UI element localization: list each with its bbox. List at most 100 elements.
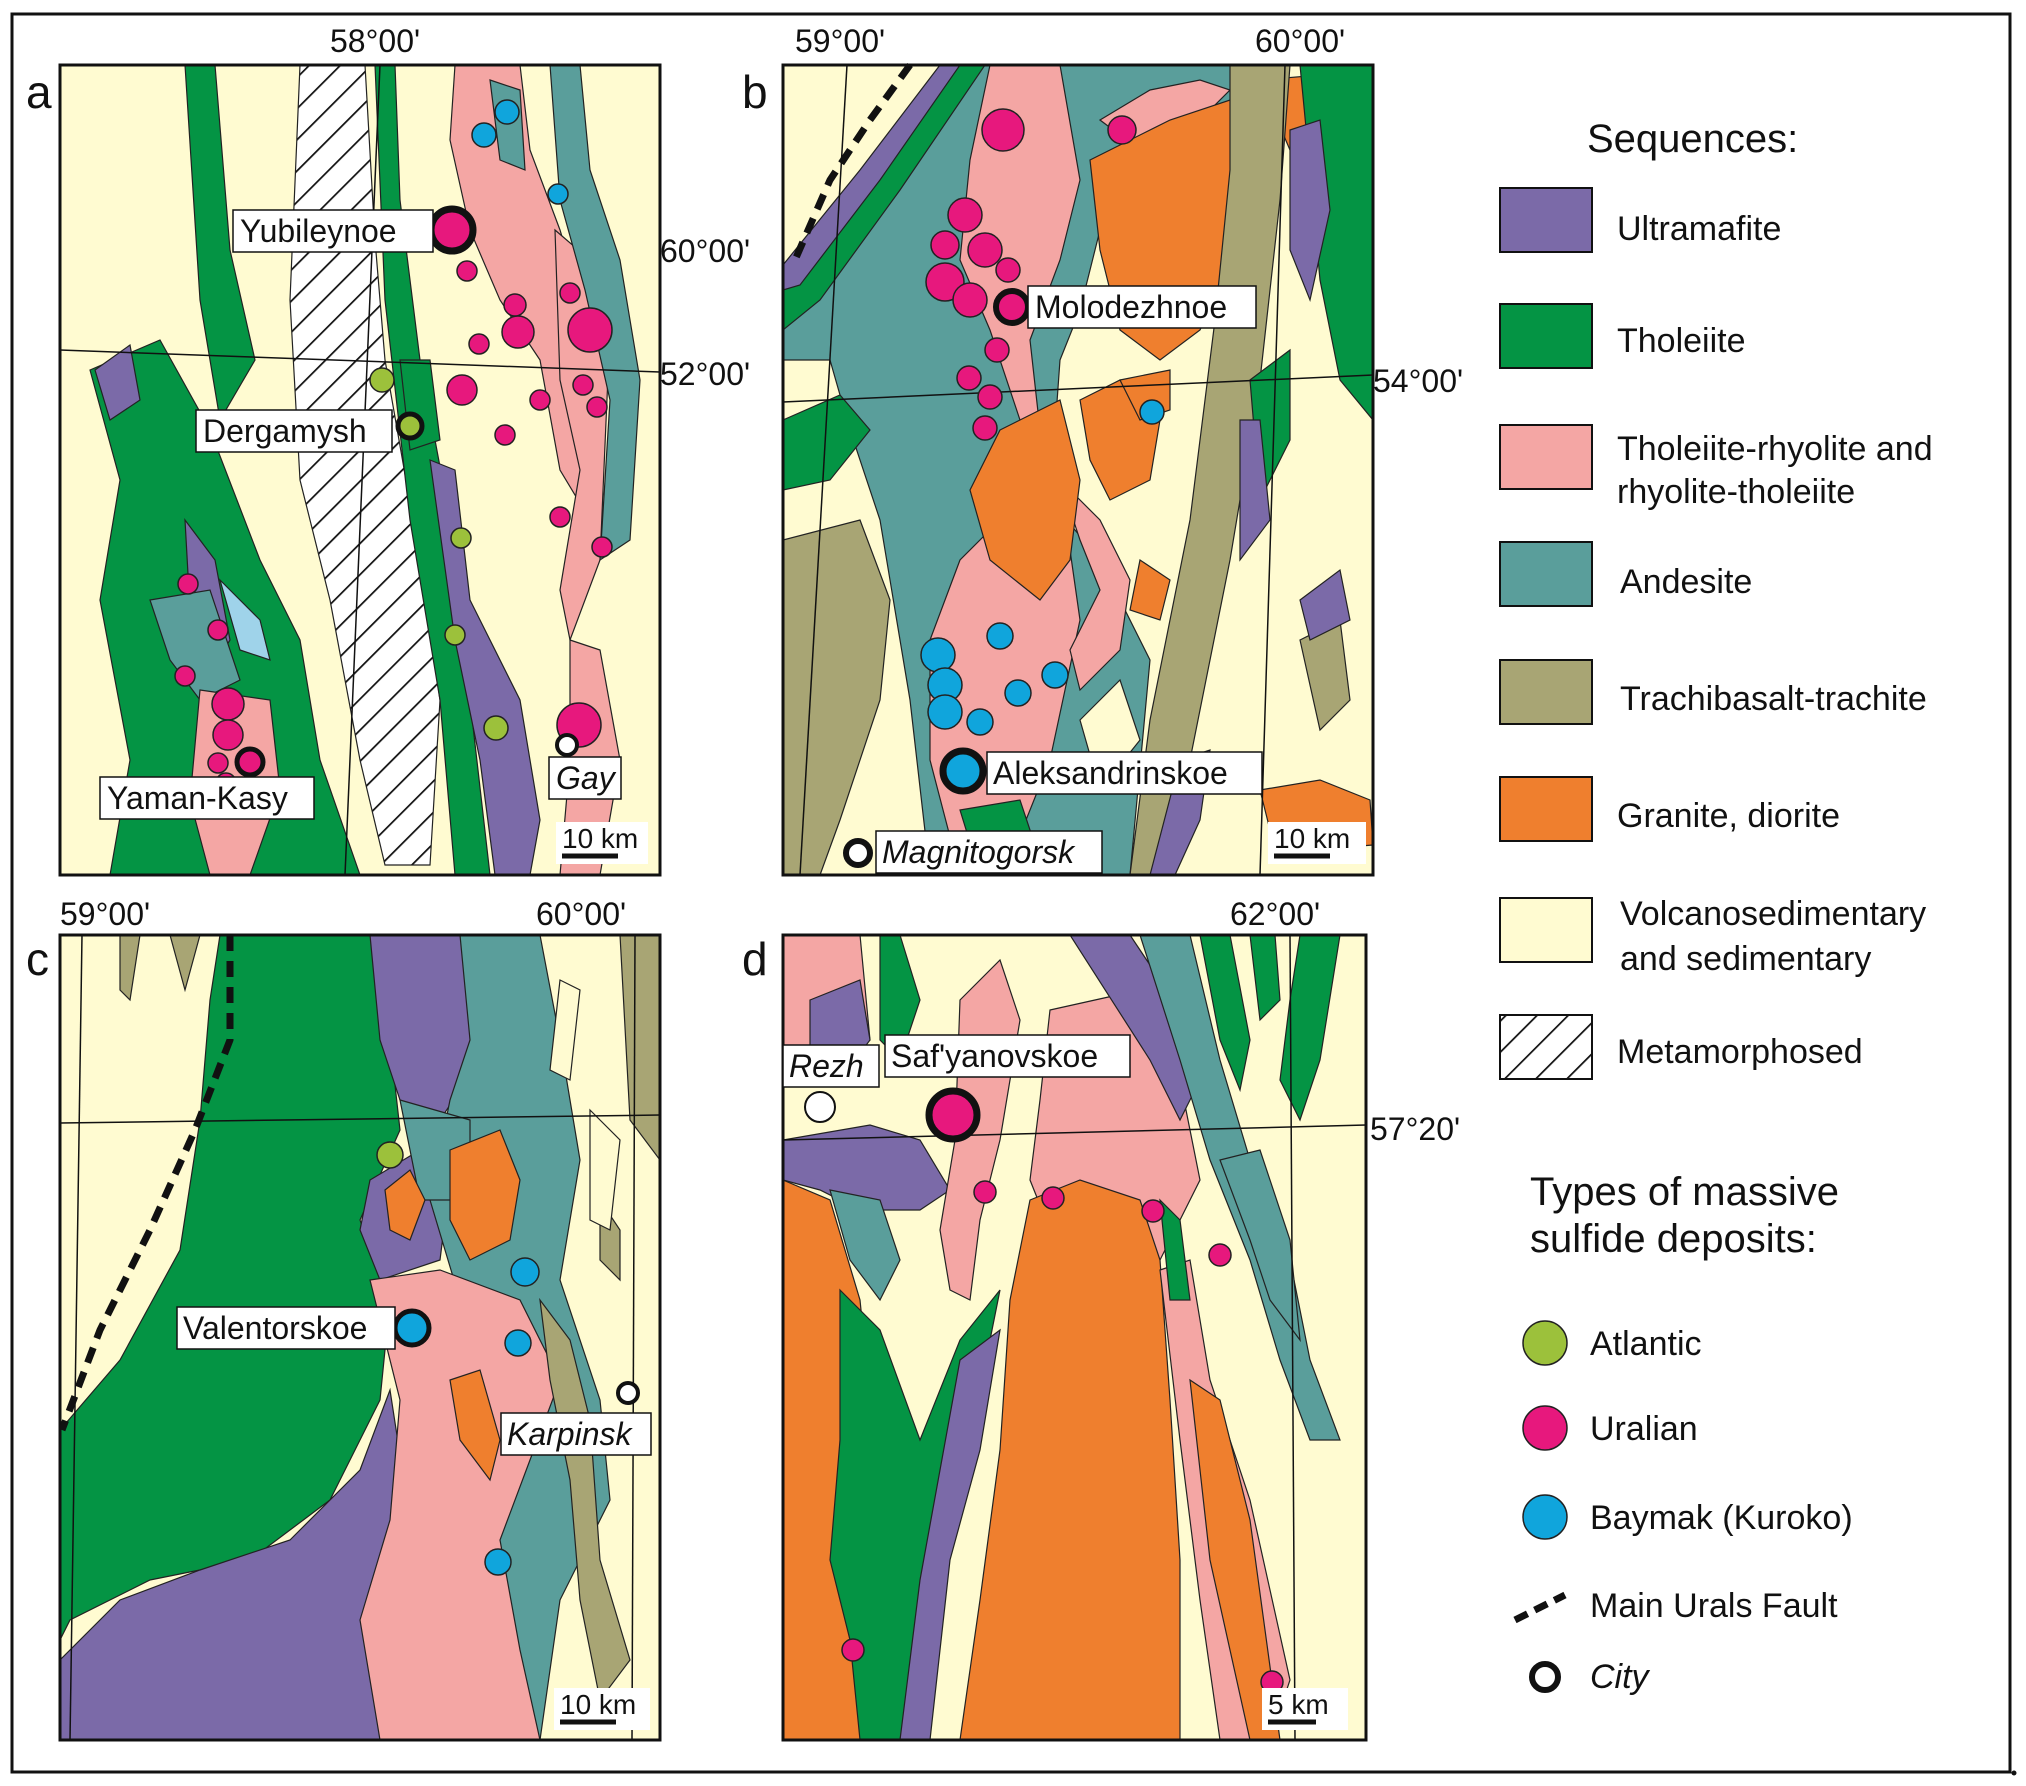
legend-label-metamorphosed: Metamorphosed (1617, 1033, 1863, 1071)
legend-label-volcanosedimentary-1: Volcanosedimentary (1620, 895, 1926, 933)
legend: Sequences: Ultramafite Tholeiite Tholeii… (1499, 117, 1933, 1696)
label-valentorskoe: Valentorskoe (183, 1310, 367, 1346)
deposit-yaman-kasy (234, 746, 266, 778)
panel-letter-c: c (26, 933, 49, 985)
legend-swatch-tholeiite-rhyolite (1499, 424, 1593, 490)
legend-label-volcanosedimentary-2: and sedimentary (1620, 940, 1871, 978)
legend-swatch-volcanosedimentary (1499, 897, 1593, 963)
deposit-uralian (494, 424, 516, 446)
legend-marker-fault (1513, 1591, 1567, 1624)
label-yubileynoe: Yubileynoe (240, 213, 397, 249)
legend-label-granite: Granite, diorite (1617, 797, 1840, 835)
figure-frame (10, 12, 2012, 1774)
main-urals-fault (58, 935, 234, 1432)
deposit-baymak (471, 122, 497, 148)
legend-label-ultramafite: Ultramafite (1617, 210, 1781, 248)
label-city-rezh: Rezh (789, 1048, 864, 1084)
legend-label-tholeiite-rhyolite-1: Tholeiite-rhyolite and (1617, 430, 1933, 468)
city-karpinsk-marker (616, 1381, 640, 1405)
deposit-safyanovskoe (925, 1087, 981, 1143)
label-yaman-kasy: Yaman-Kasy (107, 780, 288, 816)
deposit-uralian (501, 315, 535, 349)
panel-letter-a: a (26, 66, 52, 118)
deposit-uralian (977, 384, 1003, 410)
deposit-uralian (1041, 1186, 1065, 1210)
panel-letter-d: d (742, 933, 768, 985)
deposit-aleksandrinskoe (939, 747, 987, 795)
deposit-uralian (586, 396, 608, 418)
coord-a-right-2: 52°00' (660, 356, 750, 392)
legend-marker-atlantic (1522, 1320, 1568, 1366)
deposit-uralian (591, 536, 613, 558)
panel-c-map (58, 933, 662, 1742)
scale-b: 10 km (1274, 823, 1350, 854)
deposit-uralian (468, 333, 490, 355)
legend-sequences-title: Sequences: (1587, 117, 1798, 161)
deposit-uralian (529, 389, 551, 411)
deposit-uralian (995, 257, 1021, 283)
legend-swatch-granite (1499, 776, 1593, 842)
label-dergamysh: Dergamysh (203, 413, 367, 449)
deposit-uralian (1141, 1199, 1165, 1223)
deposit-uralian (211, 687, 245, 721)
deposit-uralian (567, 307, 613, 353)
legend-label-city: City (1590, 1658, 1651, 1696)
coord-d-right: 57°20' (1370, 1111, 1460, 1147)
deposit-baymak (966, 708, 994, 736)
deposit-uralian (174, 665, 196, 687)
city-gay-marker (555, 733, 579, 757)
deposit-uralian (503, 293, 527, 317)
coord-b-top-2: 60°00' (1255, 23, 1345, 59)
legend-swatch-metamorphosed (1499, 1014, 1593, 1080)
scale-d: 5 km (1268, 1689, 1329, 1720)
legend-marker-uralian (1522, 1405, 1568, 1451)
panel-d-deposits (804, 1087, 1284, 1694)
deposit-baymak (1004, 679, 1032, 707)
deposit-baymak (1139, 399, 1165, 425)
deposit-uralian (456, 260, 478, 282)
legend-swatch-tholeiite (1499, 303, 1593, 369)
deposit-uralian (572, 374, 594, 396)
deposit-atlantic (369, 367, 395, 393)
deposit-uralian (956, 365, 982, 391)
panel-b-deposits (843, 108, 1165, 868)
deposit-uralian (841, 1638, 865, 1662)
coord-c-top-1: 59°00' (60, 896, 150, 932)
deposit-uralian (973, 1180, 997, 1204)
legend-marker-city (1529, 1661, 1561, 1693)
deposit-yubileynoe (427, 205, 477, 255)
legend-label-trachibasalt: Trachibasalt-trachite (1620, 680, 1927, 718)
panel-a-deposits (174, 99, 613, 794)
deposit-baymak (927, 694, 963, 730)
deposit-uralian (984, 337, 1010, 363)
legend-label-andesite: Andesite (1620, 563, 1752, 601)
deposit-baymak (1041, 661, 1069, 689)
label-aleksandrinskoe: Aleksandrinskoe (993, 755, 1228, 791)
label-city-karpinsk: Karpinsk (507, 1416, 634, 1452)
deposit-uralian (930, 230, 960, 260)
deposit-uralian (207, 619, 229, 641)
deposit-atlantic (483, 715, 509, 741)
deposit-atlantic (444, 624, 466, 646)
legend-label-tholeiite: Tholeiite (1617, 322, 1746, 360)
deposit-uralian (1208, 1243, 1232, 1267)
deposit-dergamysh (395, 411, 425, 441)
panel-c-deposits (376, 1141, 640, 1576)
label-city-magnitogorsk: Magnitogorsk (882, 834, 1076, 870)
legend-types-title-1: Types of massive (1530, 1170, 1839, 1214)
deposit-uralian (967, 232, 1003, 268)
deposit-uralian (212, 719, 244, 751)
legend-label-baymak: Baymak (Kuroko) (1590, 1499, 1853, 1537)
legend-types-title-2: sulfide deposits: (1530, 1217, 1817, 1261)
deposit-uralian (549, 506, 571, 528)
label-city-gay: Gay (556, 760, 617, 796)
deposit-uralian (981, 108, 1025, 152)
deposit-atlantic (376, 1141, 404, 1169)
city-magnitogorsk-marker (843, 838, 873, 868)
scale-a: 10 km (562, 823, 638, 854)
label-molodezhnoe: Molodezhnoe (1035, 289, 1227, 325)
deposit-baymak (920, 637, 956, 673)
legend-swatch-ultramafite (1499, 187, 1593, 253)
deposit-uralian (207, 752, 229, 774)
